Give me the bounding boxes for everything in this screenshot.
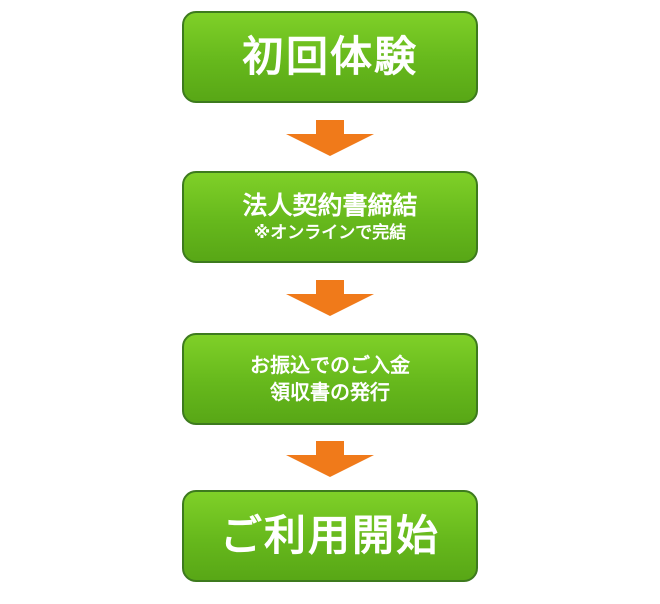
step-start-using: ご利用開始 [182,490,478,582]
down-arrow-icon [286,280,374,316]
down-arrow-icon [286,120,374,156]
step-payment-label: お振込でのご入金 [250,353,410,377]
down-arrow-shape [286,120,374,156]
step-contract-signing-note: ※オンラインで完結 [253,222,407,243]
down-arrow-shape [286,280,374,316]
step-start-using-label: ご利用開始 [219,510,440,560]
step-payment-receipt: お振込でのご入金 領収書の発行 [182,333,478,425]
down-arrow-icon [286,441,374,477]
down-arrow-shape [286,441,374,477]
step-contract-signing: 法人契約書締結 ※オンラインで完結 [182,171,478,263]
step-initial-trial: 初回体験 [182,11,478,103]
step-initial-trial-label: 初回体験 [241,31,418,81]
step-receipt-label: 領収書の発行 [270,380,390,404]
step-contract-signing-label: 法人契約書締結 [242,190,418,220]
